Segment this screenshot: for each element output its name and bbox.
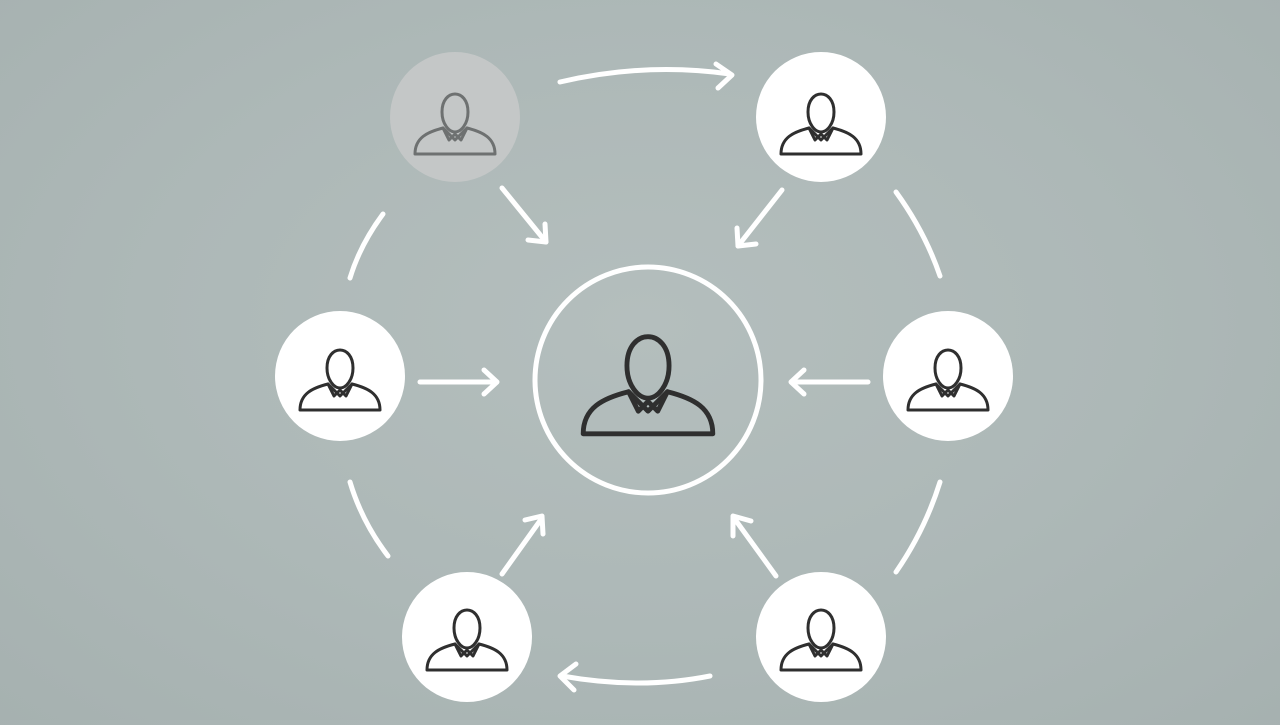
ring-arc-upper-right — [893, 189, 943, 279]
node-top-right — [756, 52, 886, 182]
arrow-right-to-center — [788, 367, 871, 397]
arrow-top-right-to-center — [734, 187, 785, 249]
arrow-bottom-right-to-bottom-left — [557, 661, 713, 693]
center-node — [532, 264, 764, 496]
arrow-top-left-to-top-right — [557, 61, 735, 91]
ring-arc-lower-left — [347, 479, 391, 559]
node-bottom-left — [402, 572, 532, 702]
arrow-bottom-left-to-center — [499, 513, 546, 577]
center-ring — [532, 264, 764, 496]
arrow-left-to-center — [417, 367, 500, 397]
ring-arc-lower-right — [893, 479, 943, 575]
node-right — [883, 311, 1013, 441]
ring-arc-upper-left — [347, 211, 386, 281]
arrow-bottom-right-to-center — [730, 513, 779, 579]
node-left — [275, 311, 405, 441]
user-icon — [583, 337, 713, 434]
arrow-top-left-to-center — [499, 185, 549, 245]
node-bottom-right — [756, 572, 886, 702]
node-top-left — [390, 52, 520, 182]
